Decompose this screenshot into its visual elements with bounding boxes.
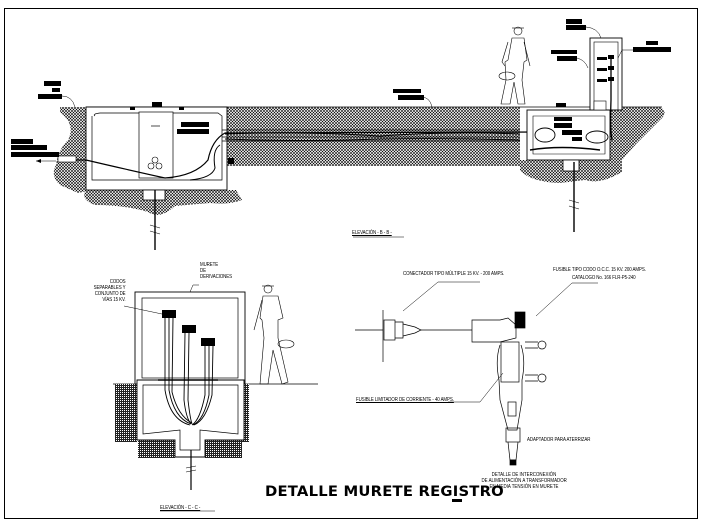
worker-figure-top	[498, 26, 531, 105]
worker-figure-bottom	[253, 284, 295, 385]
transformer	[138, 111, 174, 179]
illegible-labels-b	[11, 19, 671, 157]
elevation-c-c	[113, 284, 318, 490]
murete-box	[134, 291, 246, 385]
elevation-b-label: ELEVACIÓN - B - B -	[352, 230, 392, 236]
codos-line-4: VÍAS 15 KV.	[102, 297, 126, 303]
fusible-codo-label-1: FUSIBLE TIPO CODO O.C.C. 15 KV. 200 AMPS…	[553, 267, 646, 273]
soil-under-left-vault	[84, 190, 243, 215]
codos-line-3: CONJUNTO DE	[95, 291, 126, 297]
murete-line-2: DE	[200, 268, 206, 274]
soil-right	[520, 107, 665, 183]
caption-line-2: DE ALIMENTACIÓN A TRANSFORMADOR	[481, 478, 567, 484]
adaptador-label: ADAPTADOR PARA ATERRIZAR	[527, 437, 591, 443]
soil-left	[53, 107, 92, 193]
elevation-b-b	[11, 19, 671, 250]
sheet-border	[4, 8, 698, 519]
caption-line-1: DETALLE DE INTERCONEXIÓN	[491, 472, 557, 478]
codos-line-2: SEPARABLES Y	[94, 285, 126, 291]
codos-line-1: CODOS	[110, 279, 126, 285]
codos-label: CODOS SEPARABLES Y CONJUNTO DE VÍAS 15 K…	[88, 279, 126, 303]
fusible-limitador-label: FUSIBLE LIMITADOR DE CORRIENTE - 40 AMPS…	[356, 397, 454, 403]
caption-line-3: EN MEDIA TENSIÓN EN MURETE	[489, 484, 559, 490]
drawing-title: DETALLE MURETE REGISTRO	[265, 484, 504, 500]
murete-line-1: MURETE	[200, 262, 219, 268]
murete-line-3: DERIVACIONES	[200, 274, 232, 280]
elevation-c-label: ELEVACIÓN - C - C -	[160, 505, 201, 511]
interconnection-caption: DETALLE DE INTERCONEXIÓN DE ALIMENTACIÓN…	[474, 472, 574, 490]
soil-strip	[227, 107, 520, 166]
conectador-label: CONECTADOR TIPO MÚLTIPLE 15 KV. - 200 AM…	[403, 271, 505, 277]
murete-label: MURETE DE DERIVACIONES	[200, 262, 238, 280]
murete-tall	[589, 37, 623, 111]
title-underline	[452, 499, 462, 502]
interconnection-detail	[355, 281, 598, 466]
fusible-codo-label-2: CATALOGO No. 166 FLR-P5-240	[572, 275, 636, 281]
